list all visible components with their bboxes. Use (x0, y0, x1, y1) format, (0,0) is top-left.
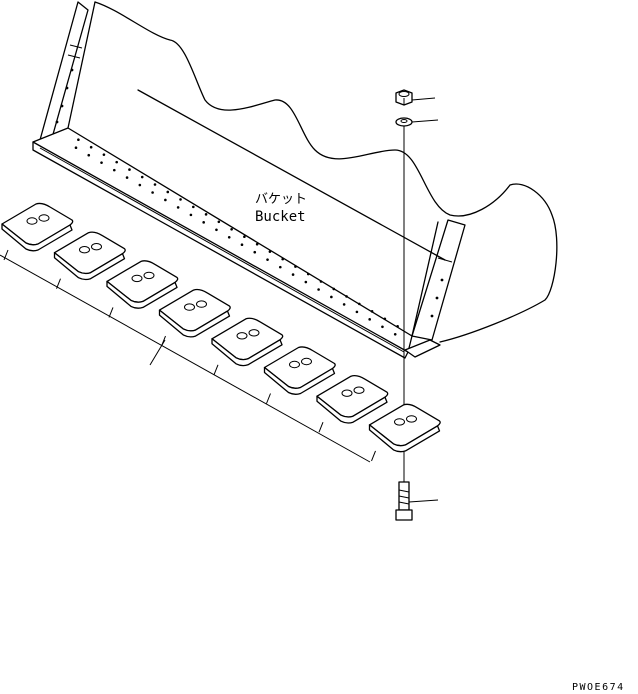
bolt-hole (26, 217, 38, 225)
washer-icon (395, 117, 413, 127)
edge-bolt-hole (179, 198, 182, 201)
bolt-hole (143, 271, 155, 280)
edge-bolt-hole (164, 198, 167, 202)
bolt-hole (353, 386, 365, 394)
edge-bolt-hole (230, 227, 233, 231)
bolt-hole (184, 303, 195, 311)
edge-bolt-hole (115, 160, 118, 164)
edge-bolt-hole (278, 265, 282, 269)
edge-bolt-hole (253, 250, 257, 254)
edge-bolt-hole (87, 153, 91, 157)
bucket-left-side (39, 1, 89, 146)
segment-leader-tick (318, 422, 324, 433)
edge-bolt-hole (358, 302, 361, 306)
edge-bolt-hole (291, 273, 295, 276)
bucket-cutaway-edge (94, 1, 558, 343)
bucket-label-jp: バケット (255, 192, 307, 207)
edge-bolt-hole (381, 325, 384, 329)
edge-bolt-hole (102, 153, 106, 156)
edge-segment-plate (1, 202, 74, 252)
edge-bolt-hole (319, 280, 323, 283)
edge-bolt-hole (74, 146, 78, 150)
edge-bolt-hole (140, 175, 144, 179)
segment-leader-tick (108, 307, 114, 318)
bolt-hole (248, 329, 260, 337)
edge-bolt-hole (304, 280, 308, 284)
edge-bolt-hole (151, 191, 154, 194)
edge-bolt-hole (125, 176, 129, 179)
edge-bolt-hole (227, 235, 231, 239)
bolt-hole (131, 274, 143, 283)
edge-bolt-hole (345, 295, 348, 298)
edge-bolt-hole (355, 310, 359, 314)
edge-bolt-hole (393, 332, 397, 336)
edge-bolt-hole (342, 303, 346, 306)
edge-bolt-hole (77, 138, 80, 142)
segment-leader-tick (3, 249, 9, 261)
edge-bolt-hole (306, 272, 310, 276)
edge-segment-plate (316, 374, 389, 424)
bolt-hole (341, 389, 353, 397)
edge-bolt-hole (138, 183, 142, 187)
edge-bolt-hole (192, 205, 195, 209)
edge-bolt-hole (370, 310, 374, 313)
bolt-icon (395, 481, 413, 521)
edge-segments (1, 202, 441, 462)
segment-leader-tick (371, 450, 376, 462)
bolt-hole (289, 360, 300, 369)
edge-bolt-hole (317, 288, 320, 291)
edge-segment-plate (263, 346, 336, 395)
edge-bolt-hole (166, 190, 170, 194)
bolt-hole (196, 300, 207, 308)
bolt-hole (79, 245, 90, 254)
edge-bolt-hole (294, 265, 297, 268)
segments-leader-bracket (0, 254, 371, 463)
edge-segment-plate (158, 288, 231, 338)
edge-bolt-hole (243, 235, 246, 239)
bucket (32, 1, 558, 359)
edge-bolt-hole (268, 250, 272, 253)
edge-bolt-hole (153, 183, 157, 186)
edge-bolt-hole (202, 221, 205, 224)
bolt-hole (236, 332, 248, 340)
segment-leader-tick (213, 364, 219, 375)
edge-bolt-hole (383, 317, 387, 321)
edge-bolt-hole (128, 168, 131, 171)
edge-bolt-hole (189, 213, 193, 217)
edge-bolt-hole (204, 213, 208, 216)
edge-bolt-hole (266, 258, 269, 261)
bolt-hole (394, 418, 405, 426)
edge-segment-plate (106, 260, 179, 309)
bucket-right-side (411, 219, 466, 341)
edge-bolt-hole (215, 228, 218, 232)
edge-bolt-hole (240, 243, 244, 247)
bolt-hole (91, 242, 102, 251)
edge-bolt-hole (396, 324, 399, 328)
edge-bolt-hole (281, 257, 284, 261)
edge-bolt-hole (112, 168, 116, 172)
edge-segment-plate (368, 403, 441, 453)
edge-segment-plate (211, 317, 284, 367)
side-plate-holes (55, 68, 444, 318)
edge-segment-plate (53, 231, 126, 281)
cutting-edge-holes (74, 138, 399, 336)
edge-bolt-hole (89, 145, 93, 149)
edge-bolt-hole (217, 220, 221, 224)
edge-bolt-hole (330, 295, 333, 299)
edge-bolt-hole (255, 242, 259, 246)
bolt-hole (38, 214, 50, 222)
edge-bolt-hole (368, 318, 371, 321)
edge-bolt-hole (100, 161, 103, 164)
bolt-hole (406, 415, 417, 423)
bolt-hole (301, 357, 312, 366)
drawing-code: PWOE674 (572, 682, 625, 693)
edge-bolt-hole (176, 206, 180, 209)
nut-icon (395, 89, 413, 106)
bucket-label-en: Bucket (255, 209, 306, 225)
edge-bolt-hole (332, 287, 336, 291)
segment-leader-tick (266, 393, 271, 404)
